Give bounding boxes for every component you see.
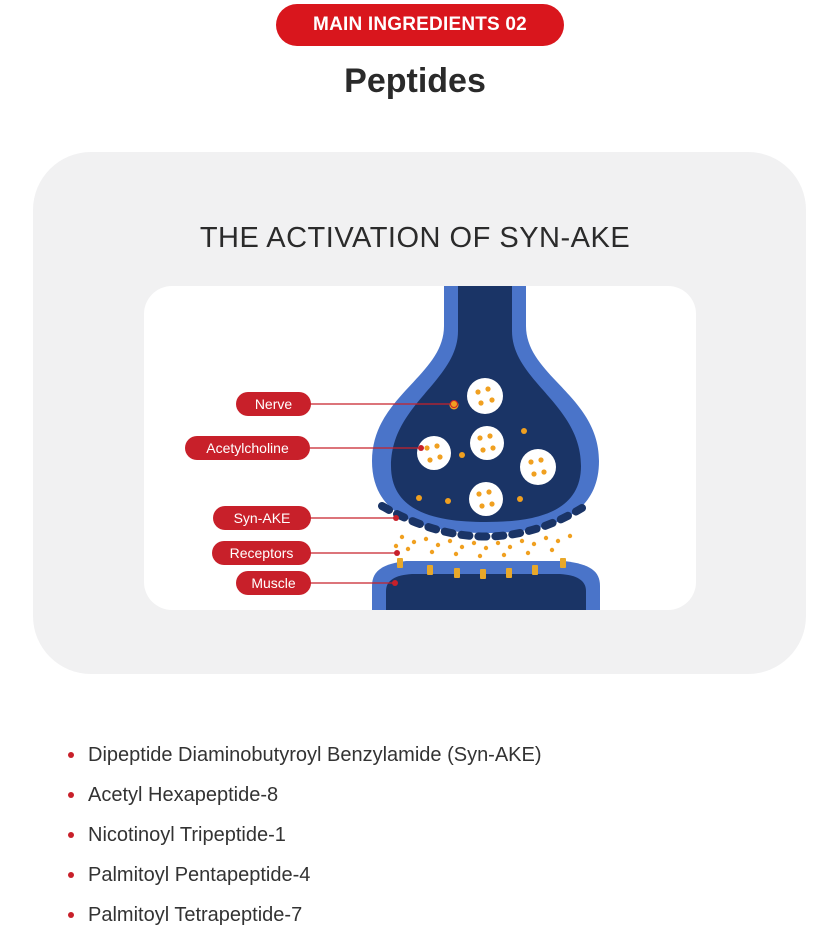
released-molecule (495, 540, 501, 546)
synapse-illustration (310, 286, 600, 610)
vesicle-dot (480, 447, 486, 453)
list-item: Palmitoyl Pentapeptide-4 (66, 855, 542, 895)
label-receptors: Receptors (212, 541, 311, 565)
ingredient-name: Nicotinoyl Tripeptide-1 (88, 824, 286, 846)
vesicle-dot (478, 400, 484, 406)
vesicle-dot (486, 489, 492, 495)
vesicle-dot (485, 386, 491, 392)
label-nerve: Nerve (236, 392, 311, 416)
released-molecule (477, 553, 483, 559)
vesicle (469, 482, 503, 516)
released-molecule (405, 546, 411, 552)
label-muscle: Muscle (236, 571, 311, 595)
free-molecule (416, 495, 422, 501)
vesicle-dot (424, 445, 430, 451)
vesicle-dot (437, 454, 443, 460)
vesicle-dot (489, 397, 495, 403)
label-acetylcholine: Acetylcholine (185, 436, 310, 460)
muscle-inner (386, 574, 586, 610)
released-molecule (501, 552, 507, 558)
leader-lines (310, 403, 454, 584)
released-molecule (525, 550, 531, 556)
released-molecule (483, 545, 489, 551)
vesicle (520, 449, 556, 485)
leader-dot-acetylcholine (418, 445, 424, 451)
list-item: Acetyl Hexapeptide-8 (66, 775, 542, 815)
label-syn-ake: Syn-AKE (213, 506, 311, 530)
free-molecule (459, 452, 465, 458)
list-item: Dipeptide Diaminobutyroyl Benzylamide (S… (66, 735, 542, 775)
vesicle-dot (427, 457, 433, 463)
leader-dots (392, 400, 458, 586)
released-molecule (531, 541, 537, 547)
released-molecule (453, 551, 459, 557)
free-molecule (517, 496, 523, 502)
acetylcholine-vesicles (417, 378, 556, 516)
released-molecule (447, 538, 453, 544)
free-molecule (521, 428, 527, 434)
vesicle-dot (541, 469, 547, 475)
page-title: Peptides (344, 62, 486, 100)
vesicle-dot (476, 491, 482, 497)
vesicle-dot (531, 471, 537, 477)
ingredient-name: Palmitoyl Pentapeptide-4 (88, 864, 311, 886)
released-molecule (435, 542, 441, 548)
vesicle-dot (434, 443, 440, 449)
released-molecule (567, 533, 573, 539)
receptor (454, 568, 460, 578)
released-molecule (459, 544, 465, 550)
released-molecule (411, 539, 417, 545)
ingredient-name: Palmitoyl Tetrapeptide-7 (88, 904, 303, 926)
ingredient-name: Dipeptide Diaminobutyroyl Benzylamide (S… (88, 744, 542, 766)
released-molecule (519, 538, 525, 544)
released-molecule (555, 538, 561, 544)
leader-dot-nerve (450, 400, 458, 408)
list-item: Palmitoyl Tetrapeptide-7 (66, 895, 542, 935)
list-item: Nicotinoyl Tripeptide-1 (66, 815, 542, 855)
bullet-dot (68, 832, 74, 838)
receptor (532, 565, 538, 575)
syn-ake-blockade (378, 502, 586, 541)
ingredient-list: Dipeptide Diaminobutyroyl Benzylamide (S… (66, 735, 542, 935)
released-molecule (471, 540, 477, 546)
vesicle (417, 436, 451, 470)
bullet-dot (68, 792, 74, 798)
released-molecule (543, 535, 549, 541)
receptors (397, 558, 566, 579)
released-molecule (399, 534, 405, 540)
receptor (427, 565, 433, 575)
receptor (560, 558, 566, 568)
vesicle-dot (528, 459, 534, 465)
receptor (480, 569, 486, 579)
vesicle (467, 378, 503, 414)
ingredient-name: Acetyl Hexapeptide-8 (88, 784, 279, 806)
bullet-dot (68, 912, 74, 918)
leader-dot-syn-ake (393, 515, 399, 521)
released-molecules (393, 533, 573, 559)
vesicle-dot (479, 503, 485, 509)
bullet-dot (68, 872, 74, 878)
released-molecule (393, 543, 399, 549)
section-badge: MAIN INGREDIENTS 02 (276, 4, 564, 46)
leader-dot-muscle (392, 580, 398, 586)
released-molecule (507, 544, 513, 550)
diagram-title: THE ACTIVATION OF SYN-AKE (199, 222, 631, 254)
vesicle-dot (490, 445, 496, 451)
vesicle-dot (538, 457, 544, 463)
receptor (506, 568, 512, 578)
leader-dot-receptors (394, 550, 400, 556)
vesicle-dot (475, 389, 481, 395)
released-molecule (429, 549, 435, 555)
vesicle (470, 426, 504, 460)
released-molecule (549, 547, 555, 553)
released-molecule (423, 536, 429, 542)
vesicle-dot (487, 433, 493, 439)
free-molecule (445, 498, 451, 504)
vesicle-dot (489, 501, 495, 507)
vesicle-dot (477, 435, 483, 441)
bullet-dot (68, 752, 74, 758)
receptor (397, 558, 403, 568)
